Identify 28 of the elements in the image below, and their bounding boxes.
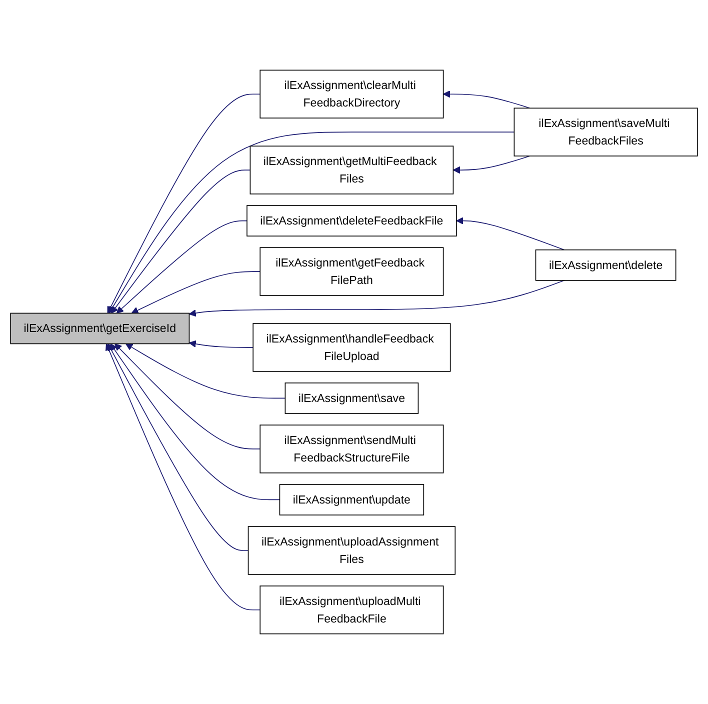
arrow <box>442 90 530 109</box>
function-box: ilExAssignment\uploadAssignment Files <box>248 526 456 575</box>
function-box: ilExAssignment\deleteFeedbackFile <box>246 205 457 236</box>
arrow <box>106 343 260 610</box>
arrow <box>110 343 280 500</box>
arrow <box>131 271 260 314</box>
arrow <box>456 217 565 250</box>
arrow <box>452 156 530 174</box>
function-box: ilExAssignment\update <box>279 484 424 516</box>
function-box: ilExAssignment\save <box>284 382 419 414</box>
function-box: ilExAssignment\sendMulti FeedbackStructureFile <box>260 424 444 474</box>
function-box: ilExAssignment\clearMulti FeedbackDirectory <box>260 70 444 118</box>
arrow <box>108 132 515 314</box>
function-box: ilExAssignment\getFeedback FilePath <box>260 247 444 296</box>
arrow <box>188 280 565 317</box>
function-box: ilExAssignment\getMultiFeedback Files <box>250 146 454 194</box>
function-box: ilExAssignment\getExerciseId <box>10 312 190 344</box>
function-box: ilExAssignment\delete <box>535 249 676 281</box>
function-box: ilExAssignment\handleFeedback FileUpload <box>252 323 451 372</box>
arrow <box>125 343 286 399</box>
function-box: ilExAssignment\uploadMulti FeedbackFile <box>260 586 444 634</box>
arrow <box>107 94 260 314</box>
arrow <box>110 170 251 314</box>
arrow <box>188 340 254 348</box>
arrow <box>114 343 260 450</box>
arrow <box>116 220 248 314</box>
function-box: ilExAssignment\saveMulti FeedbackFiles <box>514 108 698 156</box>
arrow <box>108 343 249 551</box>
